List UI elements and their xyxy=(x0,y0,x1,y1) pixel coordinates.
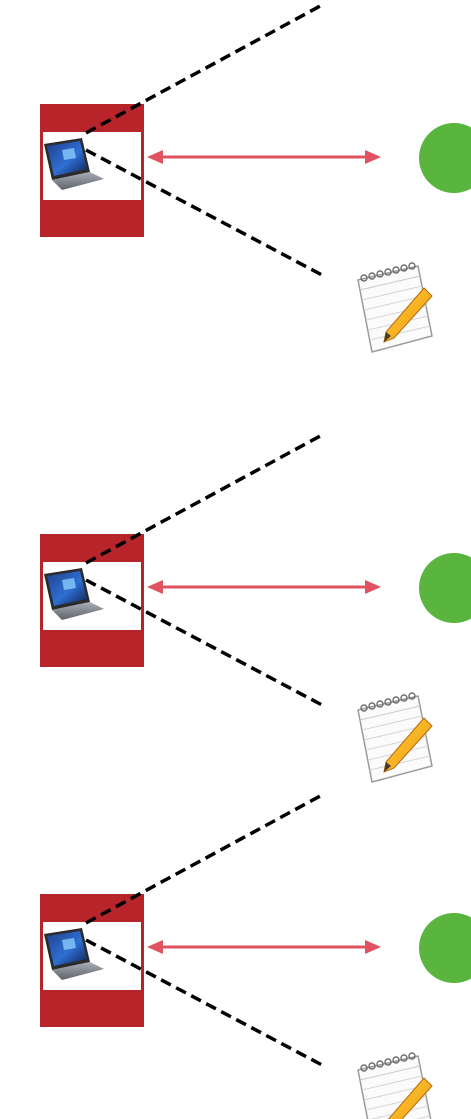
arrow-head-left xyxy=(147,940,163,954)
laptop-icon xyxy=(44,138,104,190)
laptop-icon xyxy=(44,928,104,980)
frame-bottom-bar xyxy=(40,990,144,1027)
notepad-pencil-icon xyxy=(358,693,432,782)
arrow-head-right xyxy=(365,580,381,594)
notepad-pencil-icon xyxy=(358,263,432,352)
arrow-head-left xyxy=(147,580,163,594)
dashed-line-upper xyxy=(86,795,322,923)
diagram-group-1 xyxy=(40,5,471,352)
frame-bottom-bar xyxy=(40,200,144,237)
arrow-head-left xyxy=(147,150,163,164)
laptop-icon xyxy=(44,568,104,620)
diagram-group-3 xyxy=(40,795,471,1119)
notepad-pencil-icon xyxy=(358,1053,432,1119)
dashed-line-upper xyxy=(86,435,322,563)
diagram-group-2 xyxy=(40,435,471,782)
arrow-head-right xyxy=(365,940,381,954)
frame-bottom-bar xyxy=(40,630,144,667)
status-dot-icon xyxy=(419,913,471,983)
arrow-head-right xyxy=(365,150,381,164)
status-dot-icon xyxy=(419,553,471,623)
dashed-line-upper xyxy=(86,5,322,133)
status-dot-icon xyxy=(419,123,471,193)
